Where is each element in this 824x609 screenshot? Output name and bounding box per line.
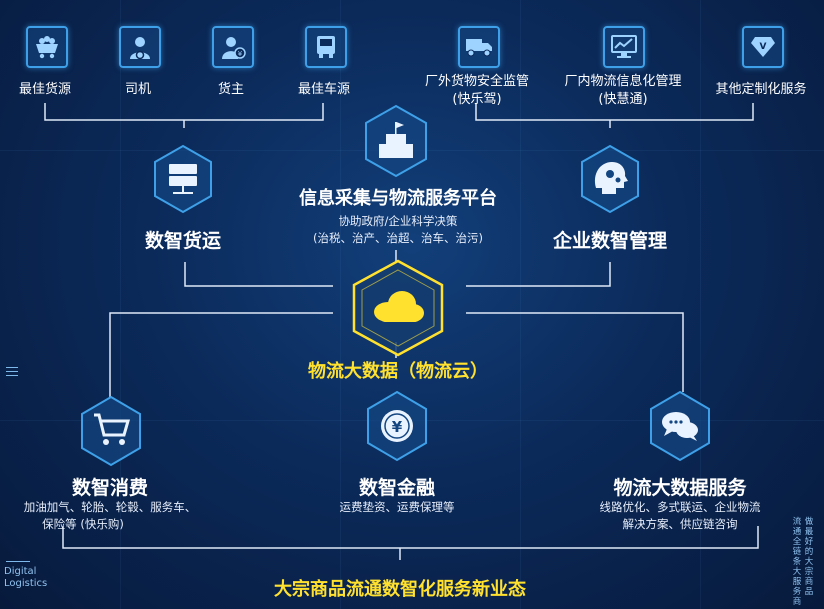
menu-lines-icon <box>6 367 18 376</box>
custom-services-label: 其他定制化服务 <box>715 82 807 97</box>
freight-hexagon <box>154 144 212 214</box>
bigdata-service-title: 物流大数据服务 <box>613 477 747 499</box>
driver-icon <box>130 37 150 60</box>
finance-hexagon: ¥ <box>367 390 427 462</box>
monitor-chart-icon <box>611 35 637 58</box>
enterprise-title: 企业数智管理 <box>552 230 667 252</box>
freight-title: 数智货运 <box>144 230 221 252</box>
finance-desc-1: 运费垫资、运费保理等 <box>339 500 455 514</box>
platform-hexagon <box>365 104 427 178</box>
platform-subtitle-1: 协助政府/企业科学决策 <box>338 214 458 228</box>
brain-gears-icon <box>594 162 628 194</box>
svg-text:V: V <box>760 42 767 52</box>
internal-logistics-management-label: 厂内物流信息化管理 <box>564 74 682 89</box>
platform-title: 信息采集与物流服务平台 <box>299 188 497 209</box>
corner-text-line2: Logistics <box>4 578 48 589</box>
yuan-coin-icon: ¥ <box>381 410 413 442</box>
side-vertical-text-1: 流通全链条大服务商 <box>792 517 802 607</box>
office-building-icon <box>379 122 413 158</box>
cloud-hexagon <box>352 259 444 357</box>
best-cargo-source-label: 最佳货源 <box>18 82 71 97</box>
driver-icon-box <box>119 26 161 68</box>
external-cargo-supervision-icon-box <box>458 26 500 68</box>
svg-text:¥: ¥ <box>392 418 403 436</box>
bottom-title: 大宗商品流通数智化服务新业态 <box>274 579 526 600</box>
svg-text:¥: ¥ <box>238 50 243 58</box>
enterprise-hexagon <box>581 144 639 214</box>
diamond-v-icon: V <box>751 37 775 57</box>
consumption-hexagon <box>81 395 141 467</box>
best-vehicle-source-icon-box <box>305 26 347 68</box>
consumption-desc-2: 保险等 (快乐购) <box>42 517 124 531</box>
custom-services-icon-box: V <box>742 26 784 68</box>
mine-cart-icon <box>36 36 58 59</box>
platform-subtitle-2: (治税、治产、治超、治车、治污) <box>313 231 483 245</box>
truck-front-icon <box>317 36 335 58</box>
cargo-owner-icon-box: ¥ <box>212 26 254 68</box>
shopping-cart-icon <box>94 413 130 445</box>
external-cargo-supervision-label: 厂外货物安全监管 <box>424 74 529 89</box>
corner-divider <box>6 561 30 562</box>
server-icon <box>169 164 197 194</box>
cloud-title: 物流大数据（物流云） <box>308 361 488 382</box>
bigdata-service-desc-2: 解决方案、供应链咨询 <box>622 517 738 531</box>
cloud-icon <box>374 291 424 322</box>
driver-label: 司机 <box>124 82 151 97</box>
consumption-desc-1: 加油加气、轮胎、轮毂、服务车、 <box>23 500 197 514</box>
external-cargo-supervision-sub: (快乐驾) <box>452 92 502 107</box>
consumption-title: 数智消费 <box>71 477 148 499</box>
delivery-truck-icon <box>466 39 492 57</box>
best-cargo-source-icon-box <box>26 26 68 68</box>
bigdata-service-desc-1: 线路优化、多式联运、企业物流 <box>599 500 761 514</box>
internal-logistics-management-sub: (快慧通) <box>598 92 648 107</box>
internal-logistics-management-icon-box <box>603 26 645 68</box>
cargo-owner-icon: ¥ <box>222 37 246 59</box>
chat-bubbles-icon <box>662 412 698 441</box>
cargo-owner-label: 货主 <box>217 82 244 97</box>
bigdata-service-hexagon <box>650 390 710 462</box>
corner-text-line1: Digital <box>4 566 37 577</box>
best-vehicle-source-label: 最佳车源 <box>297 82 350 97</box>
finance-title: 数智金融 <box>358 477 435 499</box>
side-vertical-text-2: 做最好的大宗商品 <box>804 517 814 597</box>
